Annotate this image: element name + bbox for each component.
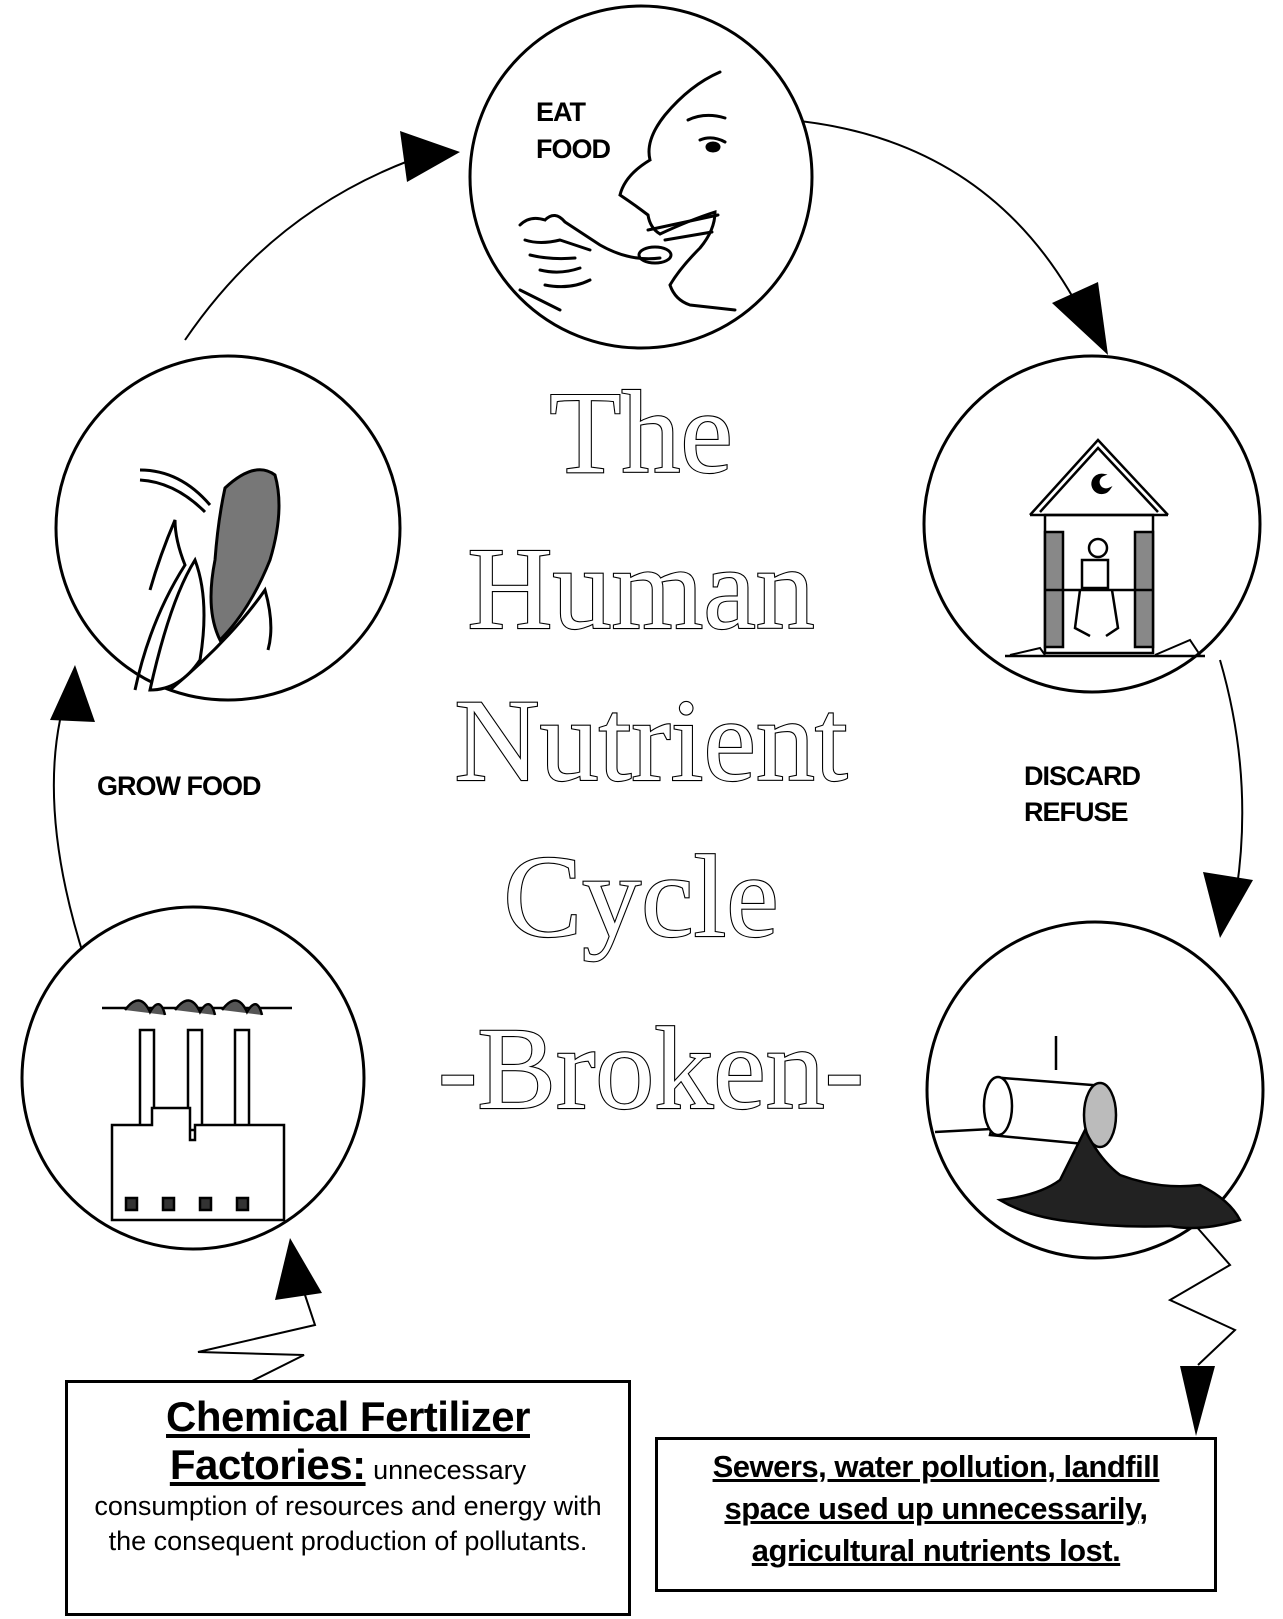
fertilizer-body-inline: unnecessary <box>366 1455 527 1485</box>
circle-discard <box>924 356 1260 692</box>
arc-grow-to-eat <box>185 150 440 340</box>
discard-label-line1: DISCARD <box>1024 761 1141 791</box>
fertilizer-heading-line1: Chemical Fertilizer <box>76 1393 620 1441</box>
fertilizer-heading-row: Factories: unnecessary <box>76 1441 620 1489</box>
title-line-2: Human <box>467 523 814 654</box>
sewer-callout-text: Sewers, water pollution, landfill space … <box>666 1446 1206 1572</box>
arrowhead-to-eat <box>400 131 460 182</box>
circle-eat-food <box>470 6 812 348</box>
arrowhead-fert-to-factory <box>275 1238 322 1300</box>
fertilizer-heading-line2: Factories: <box>170 1441 366 1488</box>
title-line-4: Cycle <box>503 831 778 962</box>
eat-label-line1: EAT <box>536 97 587 127</box>
title-line-5: -Broken- <box>438 1003 864 1134</box>
arrowhead-to-sewer <box>1203 872 1253 938</box>
title-line-3: Nutrient <box>454 675 847 806</box>
discard-label-line2: REFUSE <box>1024 797 1128 827</box>
arrowhead-to-sewer-box <box>1180 1366 1215 1436</box>
eat-label-line2: FOOD <box>536 134 610 164</box>
sewer-callout-box: Sewers, water pollution, landfill space … <box>655 1437 1217 1592</box>
arc-factory-to-corn <box>54 720 85 960</box>
grow-food-label: GROW FOOD <box>97 771 261 801</box>
zigzag-sewer-to-box <box>1170 1225 1235 1365</box>
arc-discard-to-sewer <box>1220 660 1242 900</box>
arc-eat-to-discard <box>790 120 1090 330</box>
diagram-title: The Human Nutrient Cycle -Broken- <box>438 367 864 1134</box>
fertilizer-callout-box: Chemical Fertilizer Factories: unnecessa… <box>65 1380 631 1616</box>
arrowhead-to-corn <box>50 665 95 722</box>
title-line-1: The <box>549 367 732 498</box>
arrowhead-to-discard <box>1052 282 1108 355</box>
fertilizer-body: consumption of resources and energy with… <box>76 1489 620 1559</box>
